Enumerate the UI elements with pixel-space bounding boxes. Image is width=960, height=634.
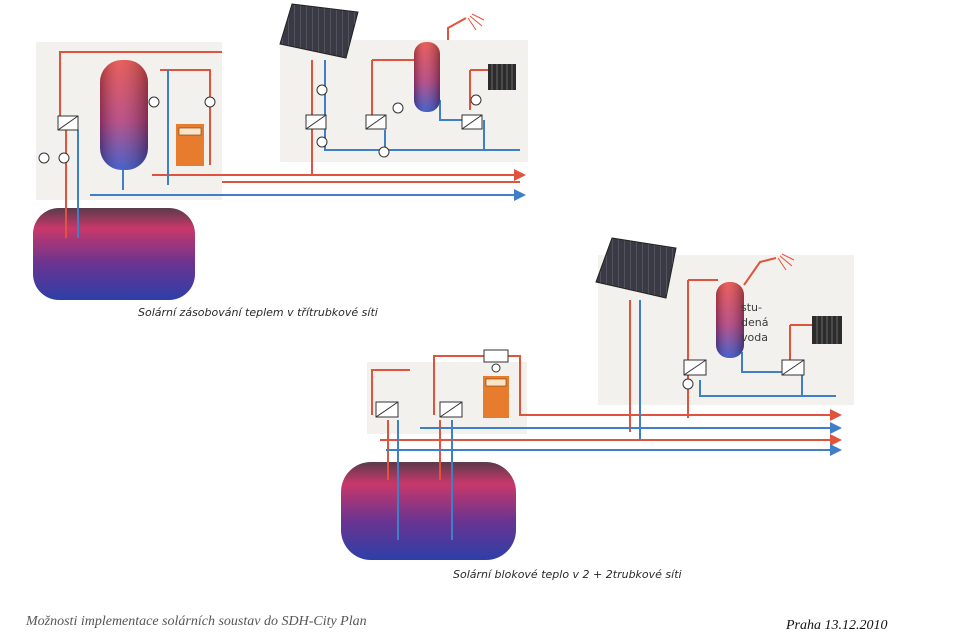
bottom-diagram: [341, 237, 854, 560]
pumps-bottom: [491, 363, 694, 390]
footer-date: Praha 13.12.2010: [786, 618, 888, 633]
heat-exchangers: [57, 114, 483, 131]
radiator: [488, 64, 516, 90]
storage-tank: [100, 60, 148, 170]
top-diagram-caption: Solární zásobování teplem v třítrubkové …: [138, 306, 378, 319]
heat-exchangers-bottom: [375, 359, 805, 418]
hot-water-tank-bottom: [716, 282, 744, 358]
cold-water-label-line: stu-: [741, 301, 762, 314]
cold-water-label-line: voda: [741, 331, 768, 344]
seasonal-storage-tank: [33, 208, 195, 300]
boiler: [176, 124, 204, 166]
solar-collector-bottom: [595, 237, 677, 299]
top-diagram: [33, 3, 528, 300]
pumps: [38, 84, 482, 164]
seasonal-storage-tank-bottom: [341, 462, 516, 560]
footer-title: Možnosti implementace solárních soustav …: [26, 614, 367, 629]
cold-water-label-line: dená: [741, 316, 769, 329]
cold-pipes-bottom: [386, 300, 842, 540]
radiator-bottom: [812, 316, 842, 344]
hot-pipes: [59, 17, 526, 238]
solar-collector: [279, 3, 359, 59]
shower-icon-bottom: [777, 253, 795, 271]
hot-water-tank: [414, 42, 440, 112]
hot-pipes-bottom: [371, 257, 842, 480]
boiler-bottom: [483, 349, 509, 418]
shower-icon: [467, 13, 485, 31]
bottom-diagram-caption: Solární blokové teplo v 2 + 2trubkové sí…: [453, 568, 682, 581]
cold-water-label: stu- dená voda: [741, 300, 781, 345]
